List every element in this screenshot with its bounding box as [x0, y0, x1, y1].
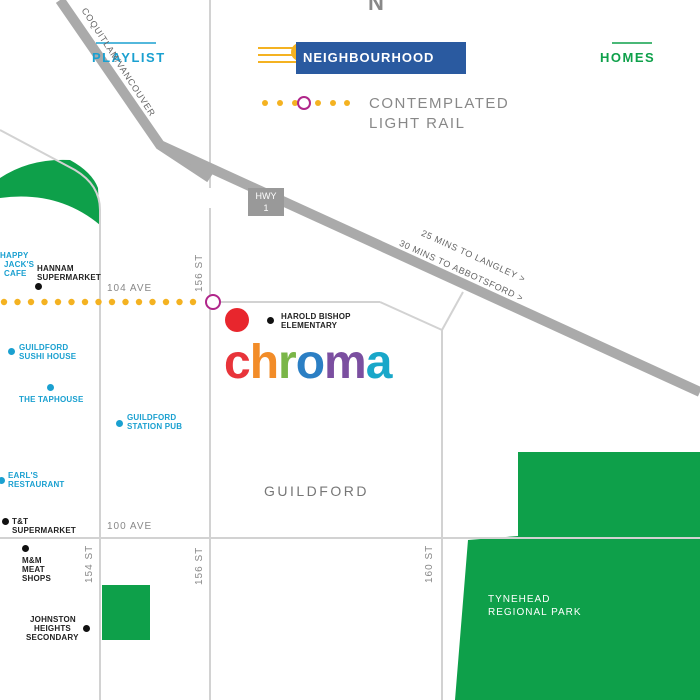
park-tynehead	[455, 452, 700, 700]
chroma-letter: m	[324, 336, 367, 389]
tynehead-line1: TYNEHEAD	[488, 594, 551, 605]
guildford-sushi-line1: GUILDFORD	[19, 343, 69, 352]
rail-dot	[176, 298, 183, 306]
chroma-letter: h	[249, 336, 279, 389]
160-st-label: 160 ST	[424, 544, 435, 583]
johnston-dot	[83, 625, 90, 632]
104-ave-label: 104 AVE	[107, 283, 153, 294]
street-branch	[441, 291, 464, 331]
hwy-number: 1	[263, 203, 269, 213]
rail-dot	[0, 298, 8, 306]
taphouse-dot	[47, 384, 54, 391]
happy-jacks-line3: CAFE	[4, 269, 27, 278]
rail-dot	[162, 298, 170, 306]
hannam-line1: HANNAM	[37, 264, 74, 273]
guildford-sushi-line2: SUSHI HOUSE	[19, 352, 77, 361]
chroma-letter: c	[224, 336, 251, 389]
station-pub-line2: STATION PUB	[127, 422, 183, 431]
legend-light-rail-line2: LIGHT RAIL	[369, 115, 466, 132]
rail-dot	[108, 298, 116, 306]
rail-dot	[41, 298, 48, 306]
earls-dot	[0, 477, 5, 484]
chroma-logo: chroma	[224, 335, 393, 391]
rail-dot	[14, 298, 21, 306]
legend-neighbourhood-box	[296, 42, 466, 74]
street-connector	[0, 129, 101, 700]
mm-line3: SHOPS	[22, 574, 52, 583]
154-st-label: 154 ST	[84, 544, 95, 583]
rail-dot	[54, 298, 62, 306]
chroma-letter: o	[295, 336, 325, 389]
mm-dot	[22, 545, 29, 552]
chroma-letter: a	[365, 336, 393, 389]
legend-neighbourhood-lines	[258, 47, 298, 63]
happy-jacks-line1: HAPPY	[0, 251, 29, 260]
station-pub-dot	[116, 420, 123, 427]
legend-homes: HOMES	[600, 50, 656, 65]
legend-playlist: PLAYLIST	[92, 50, 166, 65]
tynehead-line2: REGIONAL PARK	[488, 607, 582, 618]
harold-bishop-line1: HAROLD BISHOP	[281, 312, 351, 321]
rail-dot	[95, 298, 102, 306]
mm-line2: MEAT	[22, 565, 45, 574]
rail-dot	[27, 298, 35, 306]
tnt-line1: T&T	[12, 517, 29, 526]
100-ave-label: 100 AVE	[107, 521, 153, 532]
mm-line1: M&M	[22, 556, 42, 565]
tnt-line2: SUPERMARKET	[12, 526, 76, 535]
johnston-line3: SECONDARY	[26, 633, 79, 642]
156-st-label-bottom: 156 ST	[194, 546, 205, 585]
earls-line1: EARL'S	[8, 471, 39, 480]
guildford-sushi-dot	[8, 348, 15, 355]
tnt-dot	[2, 518, 9, 525]
station-pub-line1: GUILDFORD	[127, 413, 177, 422]
legend-rail-dots	[262, 100, 350, 106]
hannam-dot	[35, 283, 42, 290]
rail-dot	[81, 298, 89, 306]
park-small	[102, 585, 150, 640]
highway-1	[157, 140, 700, 397]
chroma-marker	[225, 308, 249, 332]
park-top-left	[0, 159, 100, 225]
compass-north: N	[368, 0, 384, 15]
rail-dot	[122, 298, 129, 306]
rail-dot	[149, 298, 156, 306]
light-rail-dots	[0, 298, 197, 306]
harold-bishop-line2: ELEMENTARY	[281, 321, 338, 330]
guildford-label: GUILDFORD	[264, 483, 369, 499]
harold-bishop-dot	[267, 317, 274, 324]
156-st-label-top: 156 ST	[194, 253, 205, 292]
earls-line2: RESTAURANT	[8, 480, 65, 489]
rail-station-156	[205, 294, 221, 310]
johnston-line1: JOHNSTON	[30, 615, 76, 624]
hannam-line2: SUPERMARKET	[37, 273, 101, 282]
legend-neighbourhood: NEIGHBOURHOOD	[303, 50, 435, 65]
chroma-letter: r	[278, 336, 297, 389]
hwy-label: HWY	[255, 191, 277, 201]
hwy-1-shield	[248, 188, 284, 216]
legend-rail-station	[297, 96, 311, 110]
rail-dot	[68, 298, 75, 306]
legend-light-rail-line1: CONTEMPLATED	[369, 95, 510, 112]
taphouse-label: THE TAPHOUSE	[19, 395, 84, 404]
johnston-line2: HEIGHTS	[34, 624, 71, 633]
happy-jacks-line2: JACK'S	[4, 260, 35, 269]
rail-dot	[135, 298, 143, 306]
rail-dot	[189, 298, 197, 306]
